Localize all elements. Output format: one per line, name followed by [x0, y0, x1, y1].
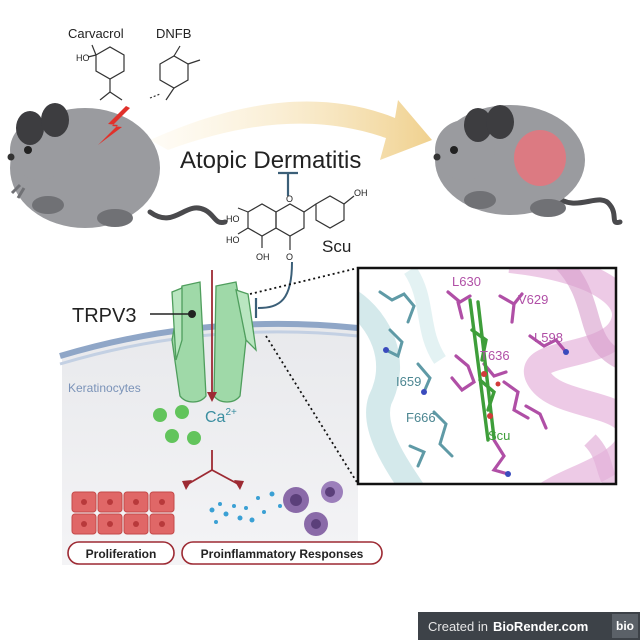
pathway-branch — [187, 450, 239, 485]
proinflammatory-label: Proinflammatory Responses — [201, 547, 364, 561]
scu-ho-top: HO — [226, 214, 240, 224]
biorender-badge[interactable]: Created in BioRender.com bio — [418, 612, 640, 640]
residue-label-f666: F666 — [406, 410, 436, 425]
dnfb-structure — [149, 45, 201, 101]
zoom-line-bottom — [265, 335, 359, 485]
scu-o-keto: O — [286, 252, 293, 262]
mouse-left — [7, 103, 228, 228]
disease-title: Atopic Dermatitis — [180, 147, 361, 174]
residue-label-l598: L598 — [534, 330, 563, 345]
scu-oh-bottom: OH — [256, 252, 270, 262]
ion-label: Ca2+ — [205, 407, 237, 426]
residue-label-l630: L630 — [452, 274, 481, 289]
inflamed-skin-patch — [514, 130, 566, 186]
badge-brand: BioRender.com — [492, 618, 589, 634]
channel-pointer-dot — [188, 310, 196, 318]
carvacrol-label: Carvacrol — [68, 26, 124, 41]
dnfb-label: DNFB — [156, 26, 191, 41]
proliferation-label: Proliferation — [86, 547, 157, 561]
immune-cells — [283, 481, 343, 536]
cell-membrane — [59, 320, 359, 359]
carvacrol-ho-label: HO — [76, 53, 90, 63]
calcium-ions — [153, 405, 201, 445]
lightning-icon — [98, 106, 130, 145]
proliferation-box — [67, 541, 175, 565]
binding-site-panel — [356, 266, 618, 486]
scu-structure — [237, 195, 355, 250]
residue-label-v629: V629 — [518, 292, 548, 307]
scu-inhibition-arrow — [257, 261, 293, 309]
scu-o-ring: O — [286, 194, 293, 204]
cytokine-dots — [209, 491, 282, 524]
scu-ho-mid: HO — [226, 235, 240, 245]
progression-arrow — [150, 100, 432, 160]
proinflammatory-box — [181, 541, 383, 565]
carvacrol-structure — [87, 44, 125, 101]
badge-prefix: Created in — [428, 618, 488, 634]
channel-label: TRPV3 — [72, 305, 136, 327]
cell-label: Keratinocytes — [68, 381, 141, 395]
trpv3-channel — [171, 281, 257, 403]
ligand-label-scu: Scu — [488, 428, 510, 443]
scu-label: Scu — [322, 237, 351, 256]
residue-label-t636: T636 — [480, 348, 510, 363]
residue-label-i659: I659 — [396, 374, 421, 389]
biorender-logo-icon: bio — [612, 614, 638, 638]
inhibition-bar-icon — [278, 171, 298, 196]
scu-oh-right: OH — [354, 188, 368, 198]
zoom-line-top — [249, 267, 359, 295]
